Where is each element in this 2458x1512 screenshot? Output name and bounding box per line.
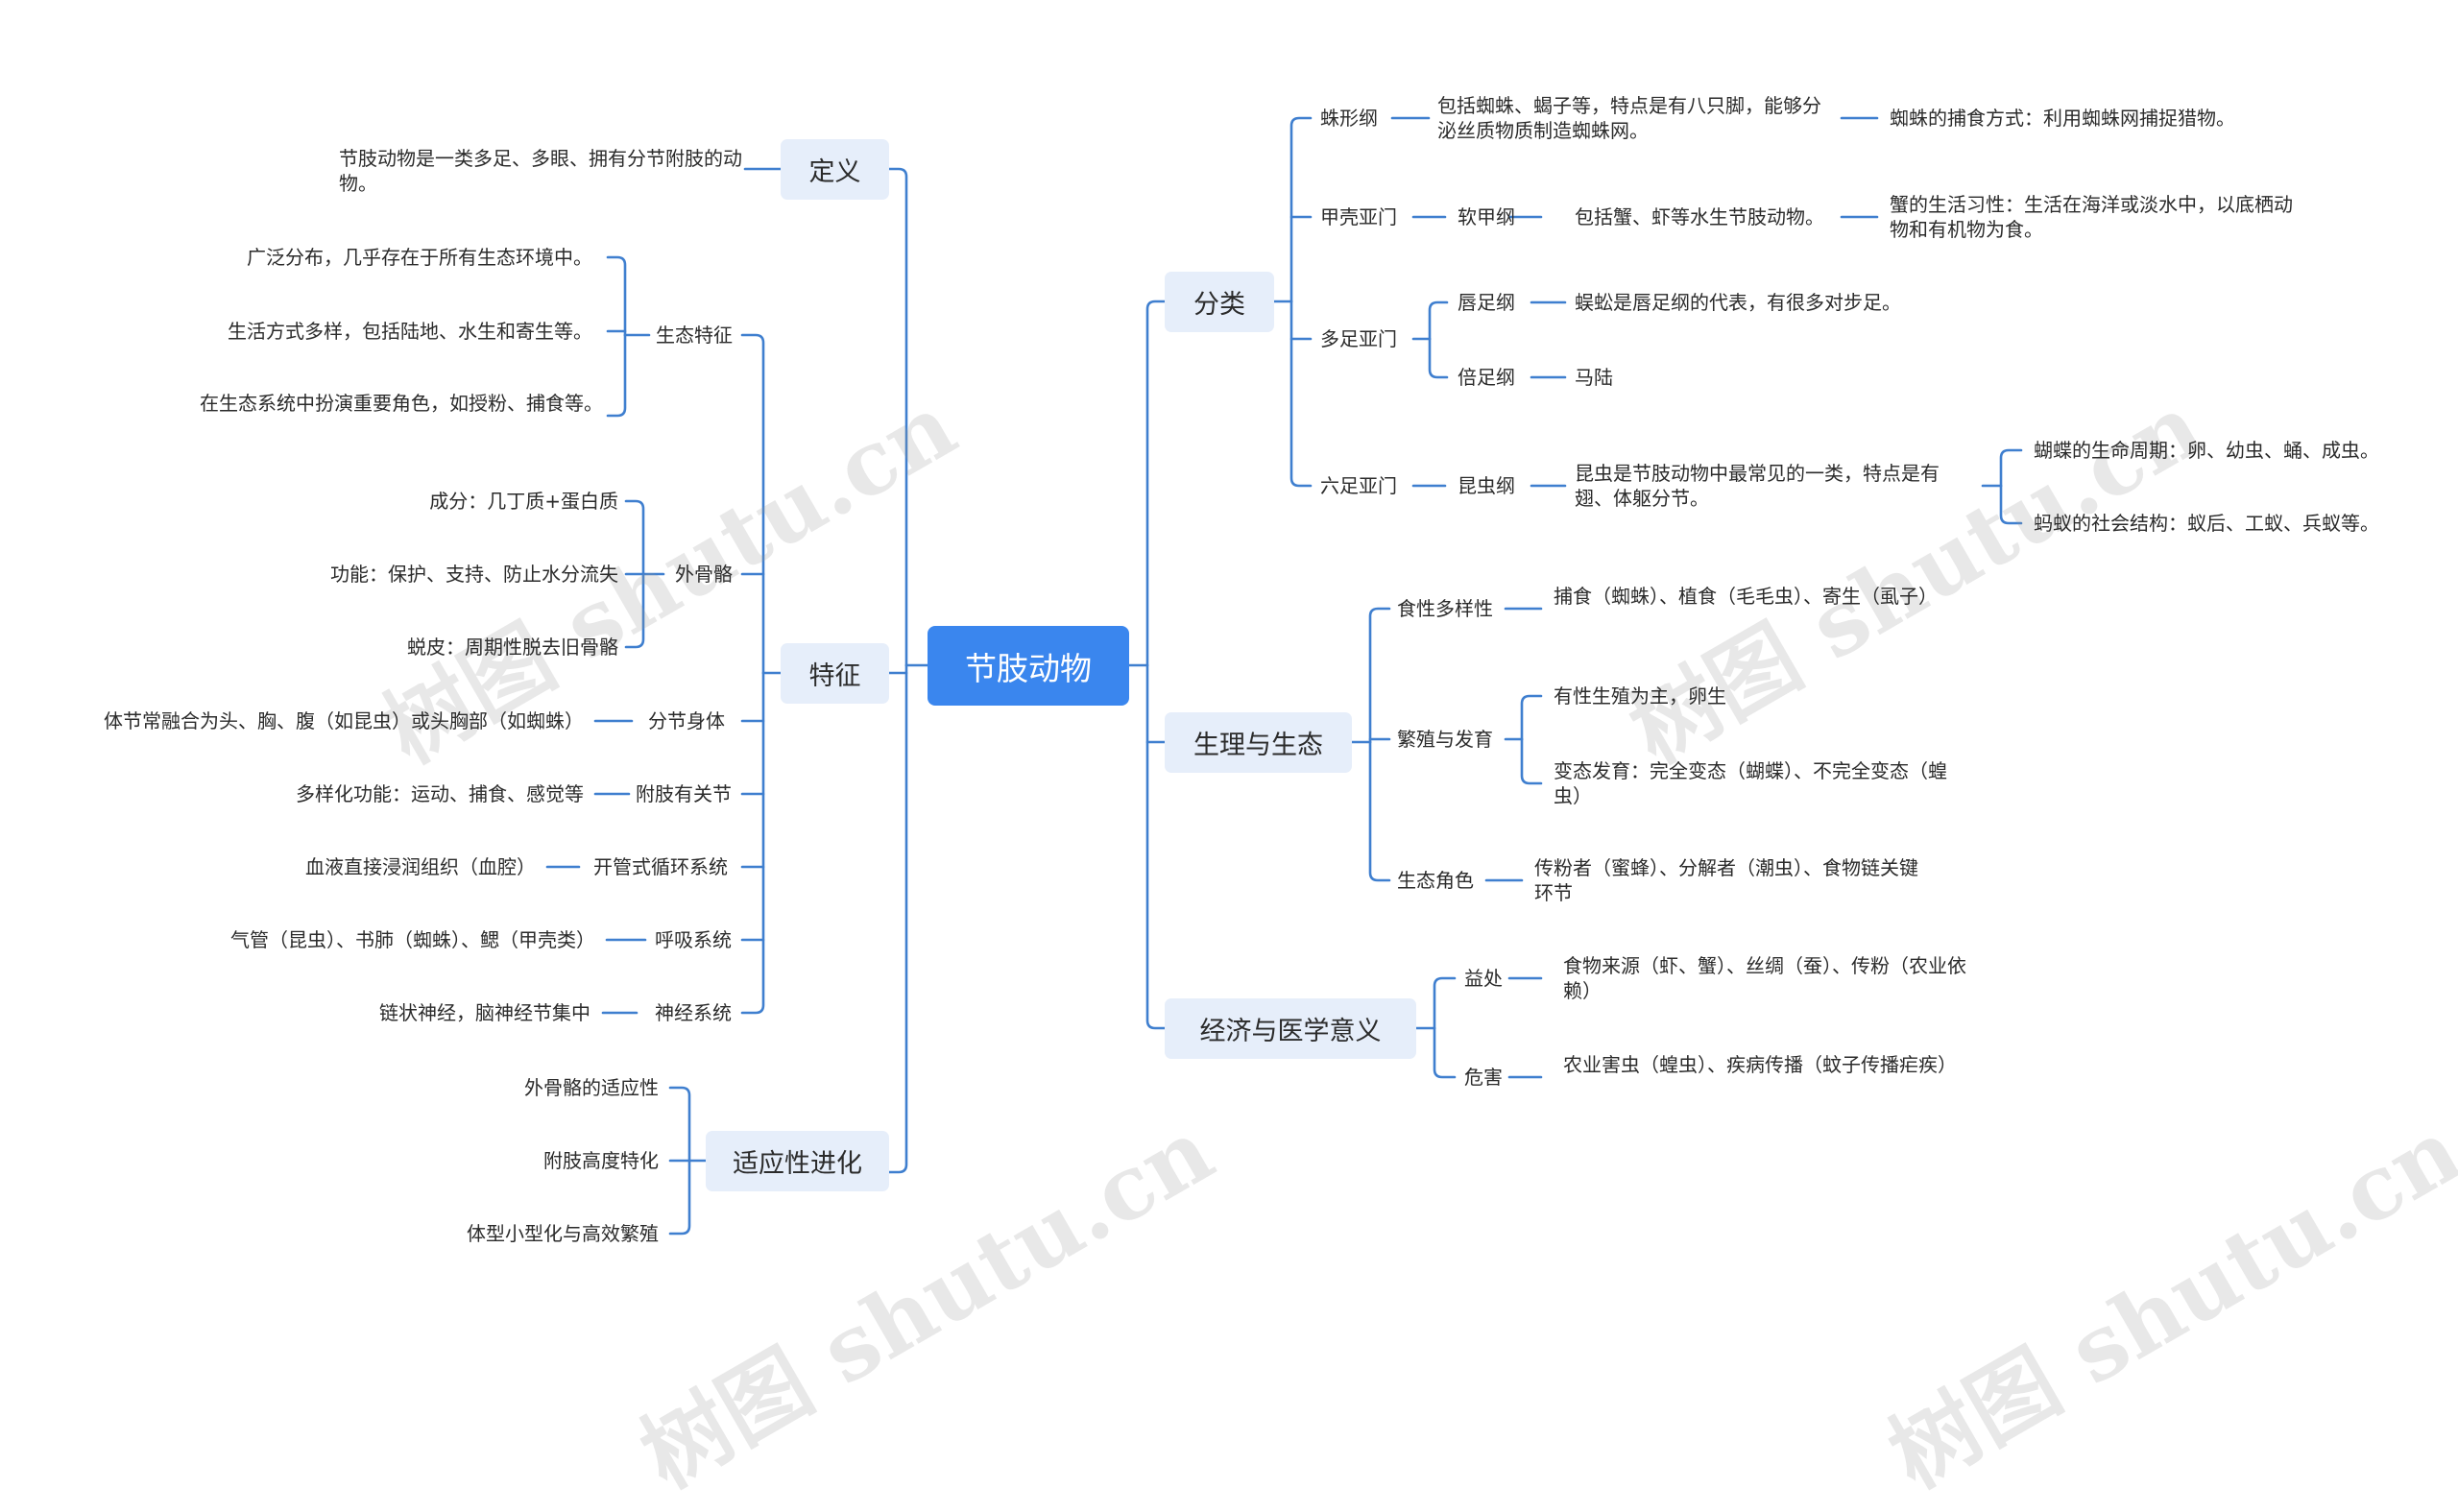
node-diet-diversity[interactable]: 食性多样性 bbox=[1397, 597, 1493, 620]
node-benefits[interactable]: 益处 bbox=[1464, 967, 1503, 990]
harms-text: 农业害虫（蝗虫）、疾病传播（蚊子传播疟疾） bbox=[1563, 1053, 1957, 1076]
adaptation-item-3: 体型小型化与高效繁殖 bbox=[467, 1222, 659, 1245]
node-ecological-role[interactable]: 生态角色 bbox=[1397, 869, 1474, 892]
node-chilopoda[interactable]: 唇足纲 bbox=[1458, 291, 1515, 314]
node-hexapoda[interactable]: 六足亚门 bbox=[1320, 474, 1397, 497]
node-adaptive-evolution[interactable]: 适应性进化 bbox=[706, 1131, 889, 1191]
node-economic-medical[interactable]: 经济与医学意义 bbox=[1165, 998, 1416, 1059]
adaptation-item-1: 外骨骼的适应性 bbox=[524, 1076, 659, 1099]
reproduction-item-2: 变态发育：完全变态（蝴蝶）、不完全变态（蝗虫） bbox=[1554, 759, 1947, 807]
node-arachnida[interactable]: 蛛形纲 bbox=[1320, 107, 1378, 130]
eco-item-2: 生活方式多样，包括陆地、水生和寄生等。 bbox=[228, 320, 592, 343]
insecta-detail-1: 蝴蝶的生命周期：卵、幼虫、蛹、成虫。 bbox=[2034, 439, 2379, 462]
node-crustacea[interactable]: 甲壳亚门 bbox=[1320, 205, 1397, 228]
node-features[interactable]: 特征 bbox=[781, 643, 889, 704]
reproduction-item-1: 有性生殖为主，卵生 bbox=[1554, 684, 1726, 708]
node-reproduction[interactable]: 繁殖与发育 bbox=[1397, 728, 1493, 751]
arachnida-text: 包括蜘蛛、蝎子等，特点是有八只脚，能够分泌丝质物质制造蜘蛛网。 bbox=[1437, 94, 1821, 142]
adaptation-item-2: 附肢高度特化 bbox=[543, 1149, 659, 1172]
insecta-detail-2: 蚂蚁的社会结构：蚁后、工蚁、兵蚁等。 bbox=[2034, 512, 2379, 535]
exo-item-3: 蜕皮：周期性脱去旧骨骼 bbox=[407, 636, 618, 659]
chilopoda-text: 蜈蚣是唇足纲的代表，有很多对步足。 bbox=[1575, 291, 1901, 314]
definition-text: 节肢动物是一类多足、多眼、拥有分节附肢的动物。 bbox=[339, 147, 742, 195]
appendages-text: 多样化功能：运动、捕食、感觉等 bbox=[296, 782, 584, 805]
node-diplopoda[interactable]: 倍足纲 bbox=[1458, 366, 1515, 389]
node-respiration[interactable]: 呼吸系统 bbox=[655, 928, 732, 951]
diplopoda-text: 马陆 bbox=[1575, 366, 1613, 389]
circulation-text: 血液直接浸润组织（血腔） bbox=[305, 855, 536, 878]
node-physiology-ecology[interactable]: 生理与生态 bbox=[1165, 712, 1352, 773]
node-classification[interactable]: 分类 bbox=[1165, 272, 1274, 332]
node-eco-features[interactable]: 生态特征 bbox=[656, 324, 733, 347]
crustacea-text: 包括蟹、虾等水生节肢动物。 bbox=[1575, 205, 1824, 228]
diet-text: 捕食（蜘蛛）、植食（毛毛虫）、寄生（虱子） bbox=[1554, 585, 1938, 608]
role-text: 传粉者（蜜蜂）、分解者（潮虫）、食物链关键环节 bbox=[1534, 856, 1918, 904]
benefits-text: 食物来源（虾、蟹）、丝绸（蚕）、传粉（农业依赖） bbox=[1563, 954, 1966, 1002]
crustacea-detail: 蟹的生活习性：生活在海洋或淡水中，以底栖动物和有机物为食。 bbox=[1890, 193, 2293, 241]
segmented-body-text: 体节常融合为头、胸、腹（如昆虫）或头胸部（如蜘蛛） bbox=[104, 709, 584, 732]
node-definition[interactable]: 定义 bbox=[781, 139, 889, 200]
exo-item-1: 成分：几丁质+蛋白质 bbox=[429, 490, 618, 513]
node-open-circulation[interactable]: 开管式循环系统 bbox=[593, 855, 728, 878]
insecta-text: 昆虫是节肢动物中最常见的一类，特点是有翅、体躯分节。 bbox=[1575, 462, 1940, 510]
respiration-text: 气管（昆虫）、书肺（蜘蛛）、鳃（甲壳类） bbox=[230, 928, 595, 951]
node-segmented-body[interactable]: 分节身体 bbox=[648, 709, 725, 732]
node-jointed-appendages[interactable]: 附肢有关节 bbox=[636, 782, 732, 805]
node-myriapoda[interactable]: 多足亚门 bbox=[1320, 327, 1397, 350]
root-node[interactable]: 节肢动物 bbox=[928, 626, 1129, 706]
nervous-text: 链状神经，脑神经节集中 bbox=[379, 1001, 590, 1024]
exo-item-2: 功能：保护、支持、防止水分流失 bbox=[330, 563, 618, 586]
node-insecta[interactable]: 昆虫纲 bbox=[1458, 474, 1515, 497]
eco-item-1: 广泛分布，几乎存在于所有生态环境中。 bbox=[247, 246, 592, 269]
arachnida-detail: 蜘蛛的捕食方式：利用蜘蛛网捕捉猎物。 bbox=[1890, 107, 2235, 130]
node-harms[interactable]: 危害 bbox=[1464, 1066, 1503, 1089]
eco-item-3: 在生态系统中扮演重要角色，如授粉、捕食等。 bbox=[200, 392, 603, 415]
connector-lines bbox=[545, 116, 2023, 1236]
node-exoskeleton[interactable]: 外骨骼 bbox=[675, 563, 733, 586]
node-malacostraca[interactable]: 软甲纲 bbox=[1458, 205, 1515, 228]
node-nervous-system[interactable]: 神经系统 bbox=[655, 1001, 732, 1024]
